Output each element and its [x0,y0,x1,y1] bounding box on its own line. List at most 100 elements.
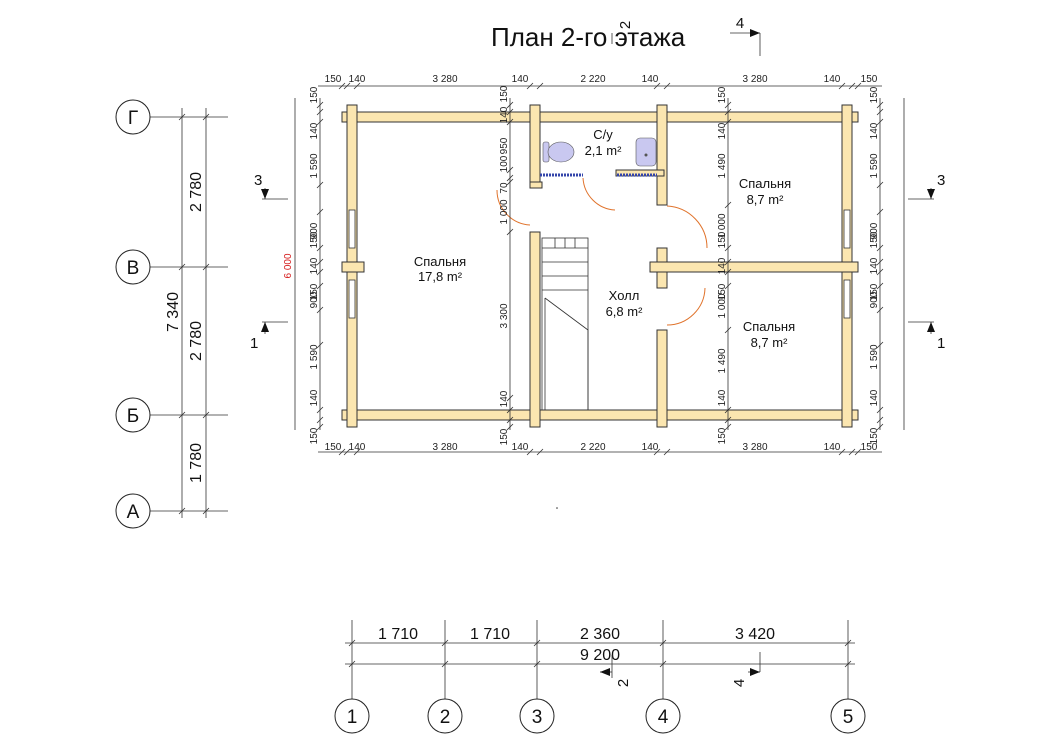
inner-left-dimension-label: 3 300 [499,303,510,328]
inner-left-dimension-label: 1 000 [499,199,510,224]
dimension-lines [294,85,905,453]
dimension-tick [876,282,884,290]
inner-right-dimension-label: 150 [717,231,728,248]
dimension-tick [506,416,514,424]
inner-left-dimension-label: 950 [499,137,510,154]
column-axis-circle [645,698,681,734]
wall-col4-upper [656,104,668,206]
column-axis-label: 4 [658,707,669,728]
left-dimension-label: 150 [309,231,320,248]
dimension-tick [178,507,186,515]
right-dimension-label: 150 [869,283,880,300]
dimension-tick [506,228,514,236]
window-left-upper [348,209,356,249]
bottom-dimension-label: 140 [512,442,529,453]
top-dimension-label: 2 220 [580,74,605,85]
bottom-axis-dimension-label: 3 420 [735,626,775,643]
bottom-dimension-label: 2 220 [580,442,605,453]
right-dimension-label: 150 [869,86,880,103]
dimension-tick [876,423,884,431]
door-bath [582,177,616,211]
dimension-tick [848,82,856,90]
dimension-tick [854,82,862,90]
inner-right-dimension-label: 140 [717,122,728,139]
bottom-axis-total: 9 200 [580,647,620,664]
row-axis-circle [115,99,151,135]
room-bathroom-area: 2,1 m² [585,143,623,158]
dimension-tick [876,258,884,266]
section-mark-left-bottom: 1 [250,321,288,352]
top-dimension-label: 140 [512,74,529,85]
dimension-tick [724,201,732,209]
dimension-tick [338,448,346,456]
dimension-tick [348,660,356,668]
dimension-tick [316,282,324,290]
top-dimension-label: 140 [349,74,366,85]
room-bathroom-name: С/у [593,127,613,142]
dimension-tick [533,639,541,647]
dimension-tick [343,82,351,90]
left-axis-dimension-label: 1 780 [188,443,205,483]
top-dimension-label: 3 280 [432,74,457,85]
dimension-tick [506,101,514,109]
bottom-dimension-label: 3 280 [432,442,457,453]
left-dimension-label: 900 [309,291,320,308]
dimension-tick [724,244,732,252]
dimension-tick [202,507,210,515]
dimension-tick [316,208,324,216]
door-bedroom-left [496,189,531,226]
column-axis-circle [519,698,555,734]
stray-dot [556,507,558,509]
dimension-tick [876,208,884,216]
dimension-tick [506,108,514,116]
room-bedroom-bottom-right-area: 8,7 m² [751,335,789,350]
dimension-tick [506,174,514,182]
dimension-tick [854,448,862,456]
dimension-tick [316,423,324,431]
left-dimension-label: 140 [309,122,320,139]
inner-right-dimension-label: 140 [717,389,728,406]
dimension-tick [724,416,732,424]
room-bedroom-top-right-area: 8,7 m² [747,192,785,207]
dimension-tick [441,639,449,647]
dimension-tick [178,411,186,419]
bottom-dimension-label: 140 [824,442,841,453]
dimension-tick [724,118,732,126]
dimension-tick [876,416,884,424]
dimension-tick [536,448,544,456]
window-left-lower [348,279,356,319]
dimension-tick [844,639,852,647]
top-dimension-label: 150 [861,74,878,85]
dimension-tick [353,82,361,90]
dimension-tick [876,181,884,189]
section-mark-left-top-label: 3 [254,172,262,189]
door-bedroom-bottom-right [666,287,706,326]
dimension-tick [343,448,351,456]
dimension-tick [876,118,884,126]
row-axis-circle [115,249,151,285]
dimension-tick [316,108,324,116]
dimension-tick [536,82,544,90]
left-dimension-label: 1 590 [309,344,320,369]
inner-right-dimension-label: 150 [717,86,728,103]
dimension-tick [724,108,732,116]
dimension-tick [316,406,324,414]
top-dimension-label: 3 280 [742,74,767,85]
right-dimension-label: 1 590 [869,153,880,178]
left-axis-dimension-label: 2 780 [188,321,205,361]
sink-icon [635,137,657,167]
section-mark-bottom-4: 4 [731,652,761,687]
left-dimension-label: 140 [309,257,320,274]
dimension-tick [653,448,661,456]
dimension-tick [202,411,210,419]
dimension-tick [506,406,514,414]
dimension-tick [202,113,210,121]
dimension-tick [663,448,671,456]
room-hall-area: 6,8 m² [606,304,644,319]
